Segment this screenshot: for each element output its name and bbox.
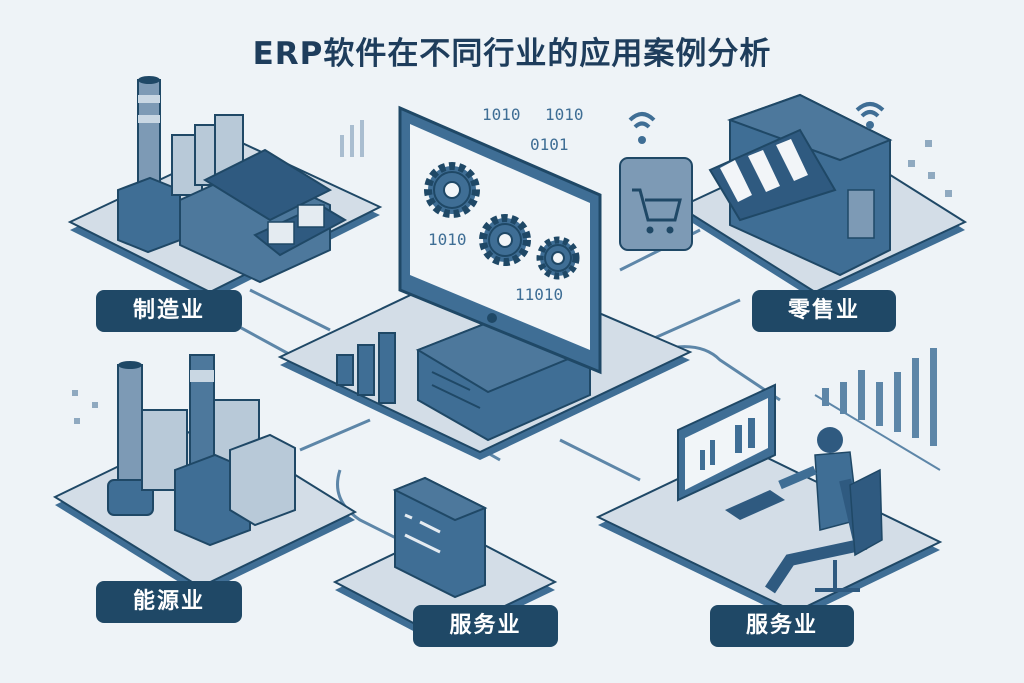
svg-text:1010: 1010 (482, 105, 521, 124)
label-manufacturing: 制造业 (96, 290, 242, 332)
cart-icon (619, 112, 693, 251)
gear-icons (424, 162, 580, 280)
svg-text:1010: 1010 (428, 230, 467, 249)
pixel-decor (72, 140, 952, 424)
svg-text:11010: 11010 (515, 285, 563, 304)
binary-text: 1010 1010 0101 1010 11010 (428, 105, 584, 304)
store-icon (708, 93, 893, 277)
office-worker-icon (677, 383, 883, 594)
label-service-right: 服务业 (710, 605, 854, 647)
server-icon (392, 476, 488, 599)
bar-chart-icon (336, 332, 396, 404)
factory-icon (117, 76, 348, 284)
svg-text:0101: 0101 (530, 135, 569, 154)
power-plant-icon (107, 354, 296, 547)
service-right-platform (595, 445, 943, 620)
svg-text:1010: 1010 (545, 105, 584, 124)
page-title: ERP软件在不同行业的应用案例分析 (252, 36, 772, 72)
wall-chart-decor (814, 348, 941, 471)
signal-bars-decor (340, 120, 364, 157)
label-retail: 零售业 (752, 290, 896, 332)
label-energy: 能源业 (96, 581, 242, 623)
label-service-center: 服务业 (413, 605, 558, 647)
